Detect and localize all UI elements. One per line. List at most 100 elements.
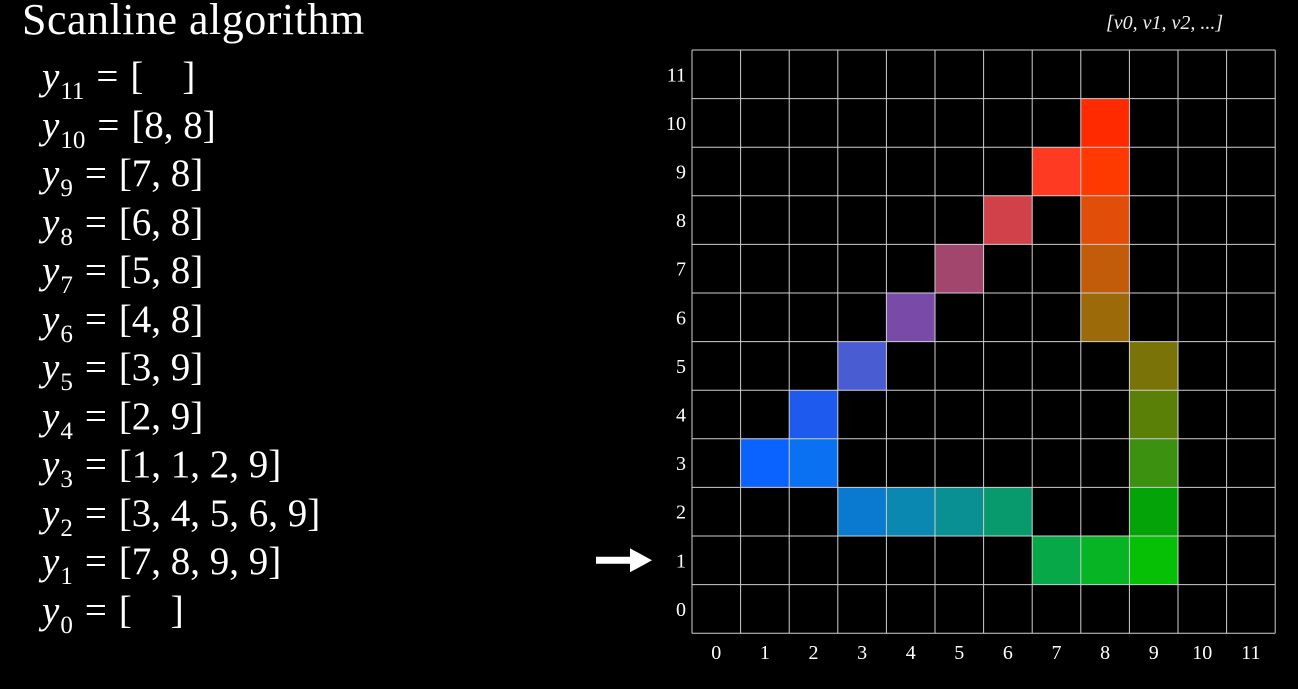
y-tick-label: 10 — [666, 113, 686, 135]
scanline-variable: y — [42, 152, 60, 195]
y-tick-label: 8 — [676, 210, 686, 232]
x-tick-label: 9 — [1149, 642, 1159, 664]
scanline-index: 11 — [60, 78, 85, 105]
scanline-intersections: [2, 9] — [118, 394, 204, 438]
x-tick-label: 1 — [760, 642, 770, 664]
scanline-row: y11=[ ] — [42, 53, 195, 116]
equals-sign: = — [84, 588, 107, 632]
equals-sign: = — [84, 297, 107, 341]
equals-sign: = — [84, 346, 107, 389]
scanline-row: y8=[6, 8] — [42, 199, 203, 262]
y-tick-label: 2 — [676, 502, 686, 524]
x-tick-label: 10 — [1192, 642, 1212, 664]
filled-pixel — [1032, 536, 1081, 585]
filled-pixel — [740, 438, 790, 488]
filled-pixel — [1080, 195, 1130, 245]
filled-pixel — [1080, 536, 1130, 585]
scanline-variable: y — [42, 394, 60, 438]
filled-pixel — [886, 487, 935, 536]
equals-sign: = — [84, 394, 107, 438]
filled-pixel — [1129, 536, 1178, 585]
scanline-row: y6=[4, 8] — [42, 296, 203, 359]
scanline-intersections: [7, 8, 9, 9] — [118, 540, 282, 583]
scanline-index: 3 — [60, 466, 73, 493]
scanline-index: 10 — [60, 126, 86, 154]
scanline-variable: y — [42, 55, 60, 98]
x-tick-label: 6 — [1003, 642, 1013, 664]
scanline-intersections: [ ] — [118, 588, 184, 632]
scanline-intersections: [3, 4, 5, 6, 9] — [118, 491, 321, 535]
equals-sign: = — [84, 540, 107, 583]
filled-pixel — [1080, 244, 1130, 293]
scanline-intersections: [3, 9] — [118, 346, 204, 389]
scanline-variable: y — [42, 346, 60, 389]
scanline-variable: y — [42, 443, 60, 486]
filled-pixel — [935, 487, 984, 536]
filled-pixel — [1129, 341, 1178, 391]
x-tick-label: 11 — [1241, 642, 1260, 664]
equals-sign: = — [84, 200, 107, 244]
filled-pixel — [1129, 487, 1178, 536]
equals-sign: = — [84, 152, 107, 195]
x-tick-label: 5 — [954, 642, 964, 664]
y-tick-label: 3 — [676, 453, 686, 475]
scanline-index: 1 — [60, 563, 73, 590]
filled-pixel — [983, 195, 1033, 245]
scanline-variable: y — [42, 103, 60, 147]
equals-sign: = — [97, 103, 120, 147]
x-tick-label: 4 — [906, 642, 916, 664]
equals-sign: = — [84, 491, 107, 535]
y-tick-label: 5 — [676, 356, 686, 378]
vertex-list-label: [v0, v1, v2, ...] — [1106, 12, 1224, 34]
scanline-row: y5=[3, 9] — [42, 344, 203, 407]
scanline-index: 9 — [60, 175, 73, 202]
filled-pixel — [837, 341, 887, 391]
scanline-index: 6 — [60, 320, 73, 348]
scanline-row: y4 =[2, 9] — [42, 393, 203, 456]
scanline-row: y1 = [7, 8, 9, 9] — [42, 538, 281, 601]
y-tick-label: 6 — [676, 307, 686, 329]
arrow-right-icon-head — [630, 548, 652, 573]
equals-sign: = — [96, 55, 119, 98]
scanline-index: 0 — [60, 611, 73, 639]
filled-pixel — [1080, 98, 1130, 148]
filled-pixel — [886, 293, 935, 342]
filled-pixel — [789, 438, 838, 488]
scanline-row: y2=[3, 4, 5, 6, 9] — [42, 490, 320, 553]
scanline-variable: y — [42, 491, 60, 535]
x-tick-label: 3 — [857, 642, 867, 664]
x-tick-label: 0 — [711, 642, 721, 664]
y-tick-label: 9 — [676, 162, 686, 184]
scanline-row: y7=[5, 8] — [42, 247, 203, 310]
equals-sign: = — [84, 443, 107, 486]
scanline-intersections: [7, 8] — [118, 152, 204, 195]
scanline-index: 4 — [60, 417, 73, 445]
scanline-variable: y — [42, 200, 60, 244]
y-tick-label: 0 — [676, 599, 686, 621]
scanline-intersections: [5, 8] — [118, 249, 204, 292]
filled-pixel — [983, 487, 1033, 536]
scanline-variable: y — [42, 297, 60, 341]
filled-pixel — [789, 390, 838, 439]
scanline-row: y0 =[ ] — [42, 587, 184, 650]
x-tick-label: 7 — [1052, 642, 1062, 664]
scanline-variable: y — [42, 588, 60, 632]
y-tick-label: 4 — [676, 405, 686, 427]
scanline-variable: y — [42, 540, 60, 583]
filled-pixel — [1080, 147, 1130, 196]
scanline-intersections: [8, 8] — [131, 103, 216, 147]
scanline-variable: y — [42, 249, 60, 292]
scanline-index: 7 — [60, 272, 73, 299]
filled-pixel — [1080, 293, 1130, 342]
scanline-intersections: [1, 1, 2, 9] — [118, 443, 282, 486]
scanline-row: y3 = [1, 1, 2, 9] — [42, 441, 281, 504]
y-tick-label: 11 — [667, 64, 686, 86]
filled-pixel — [1032, 147, 1081, 196]
scanline-row: y9 = [7, 8] — [42, 150, 203, 213]
filled-pixel — [1129, 438, 1178, 488]
filled-pixel — [837, 487, 887, 536]
filled-pixel — [1129, 390, 1178, 439]
scanline-row: y10 =[8, 8] — [42, 102, 216, 165]
filled-pixel — [935, 244, 984, 293]
